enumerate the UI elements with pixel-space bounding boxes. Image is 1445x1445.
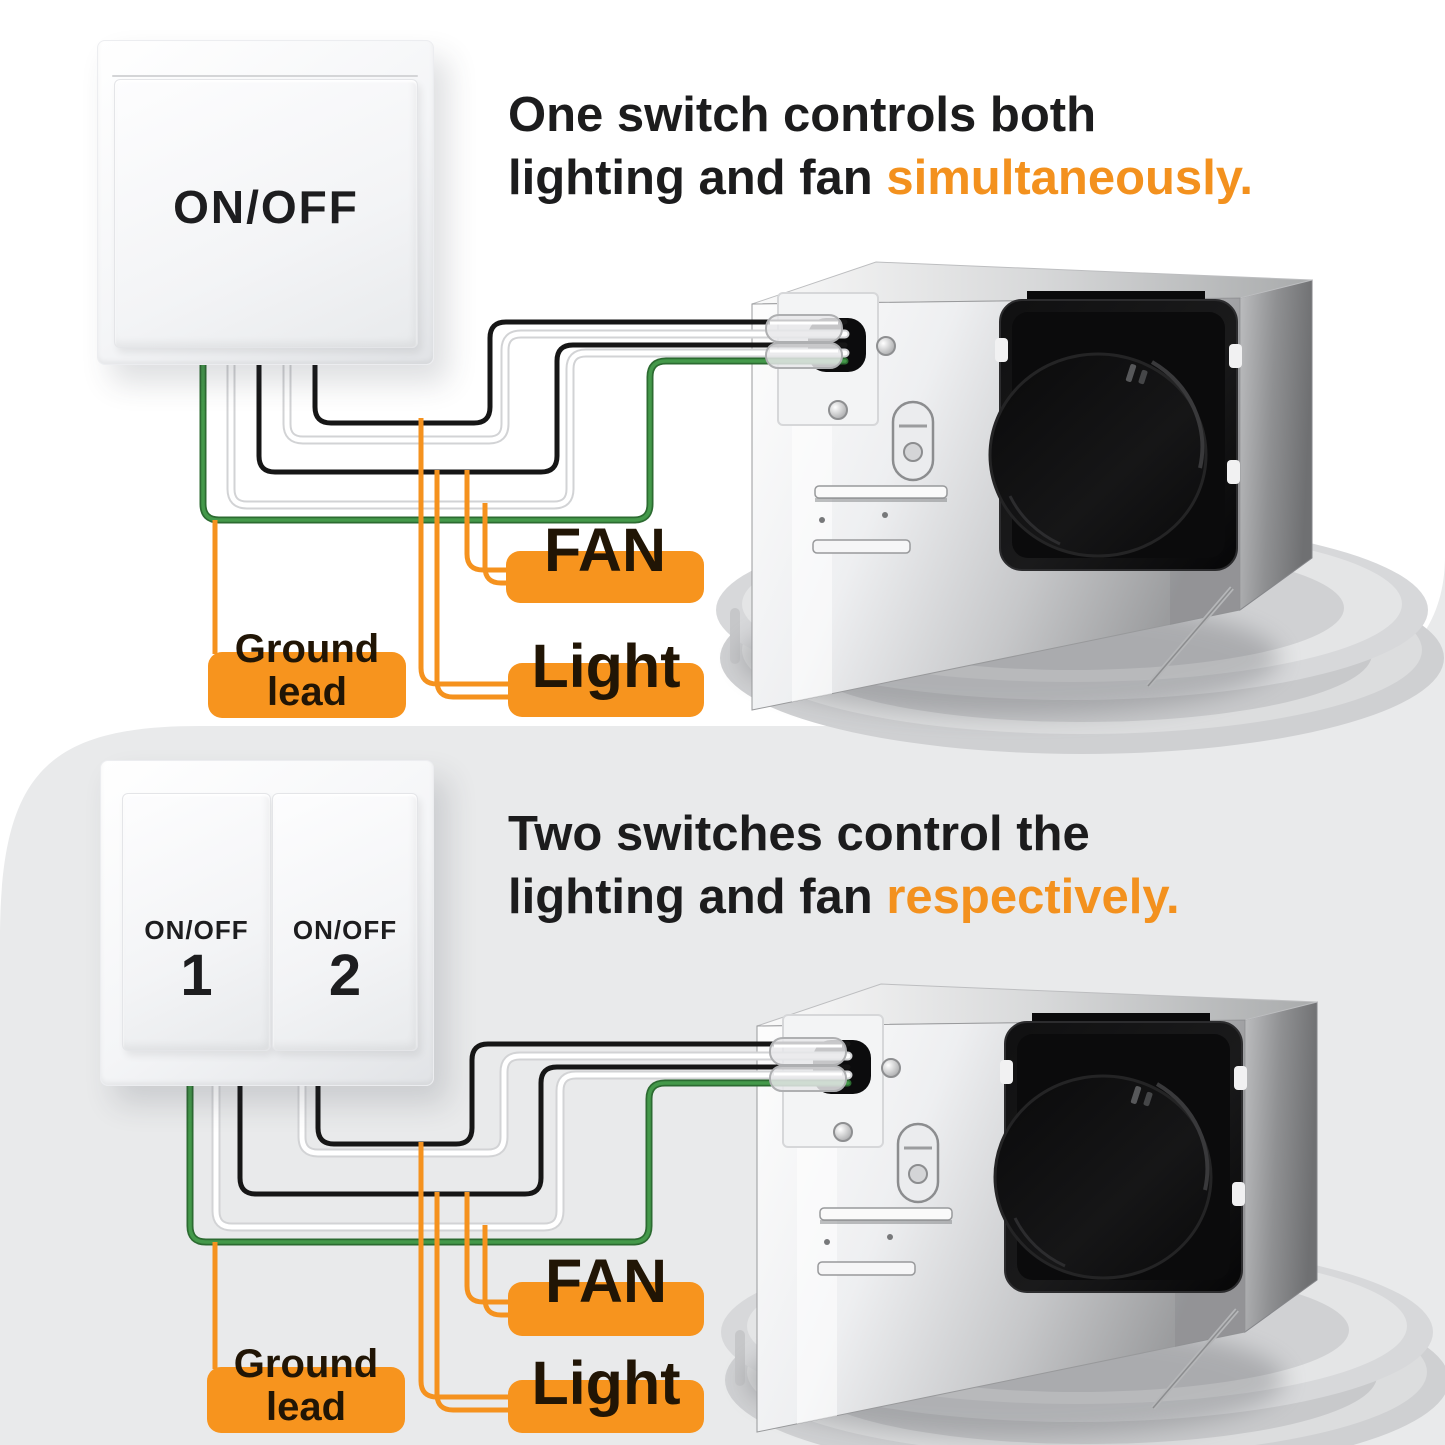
- fan-label-top-text: FAN: [544, 516, 666, 584]
- single-switch-plate: ON/OFF: [97, 40, 434, 365]
- ground-lead-label-top-text: Ground lead: [234, 627, 380, 714]
- double-switch-rocker-2-number: 2: [328, 943, 362, 1008]
- heading-top-line2-prefix: lighting and fan: [508, 151, 887, 205]
- wires-top: [199, 319, 850, 524]
- fan-label-top: FAN: [506, 516, 704, 603]
- heading-bottom-line2: lighting and fan respectively.: [508, 866, 1180, 929]
- fan-label-bottom-text: FAN: [545, 1247, 667, 1315]
- light-label-bottom: Light: [508, 1349, 704, 1433]
- light-label-top-text: Light: [531, 632, 681, 700]
- leader-lines-bottom: [212, 1142, 510, 1413]
- single-switch-label: ON/OFF: [173, 181, 359, 233]
- double-switch-rocker-2-label: ON/OFF: [292, 915, 398, 945]
- leader-lines-top: [212, 418, 510, 700]
- light-label-bottom-text: Light: [531, 1349, 681, 1417]
- single-switch-rocker: ON/OFF: [114, 79, 418, 348]
- light-label-top: Light: [508, 632, 704, 717]
- conduit-sleeves-top: [764, 313, 844, 370]
- double-switch-rocker-2: ON/OFF 2: [272, 793, 418, 1051]
- heading-top-line1: One switch controls both: [508, 88, 1097, 142]
- ground-lead-label-bottom-text: Ground lead: [233, 1342, 379, 1429]
- fan-label-bottom: FAN: [508, 1247, 704, 1336]
- ground-lead-label-top: Ground lead: [208, 628, 406, 718]
- wires-bottom: [186, 1041, 853, 1246]
- heading-bottom-line1: Two switches control the: [508, 807, 1090, 861]
- double-switch-rocker-1-number: 1: [180, 943, 213, 1008]
- heading-bottom-line2-accent: respectively.: [886, 870, 1180, 924]
- heading-bottom-line2-prefix: lighting and fan: [508, 870, 887, 924]
- heading-top-line2-accent: simultaneously.: [886, 151, 1254, 205]
- double-switch-rocker-1: ON/OFF 1: [122, 793, 271, 1051]
- heading-top: One switch controls both lighting and fa…: [508, 84, 1253, 210]
- conduit-sleeves-bottom: [768, 1036, 848, 1093]
- heading-bottom: Two switches control the lighting and fa…: [508, 803, 1180, 929]
- double-switch-plate: ON/OFF 1 ON/OFF 2: [100, 760, 434, 1086]
- double-switch-rocker-1-label: ON/OFF: [144, 915, 249, 945]
- heading-top-line2: lighting and fan simultaneously.: [508, 147, 1253, 210]
- ground-lead-label-bottom: Ground lead: [207, 1343, 405, 1433]
